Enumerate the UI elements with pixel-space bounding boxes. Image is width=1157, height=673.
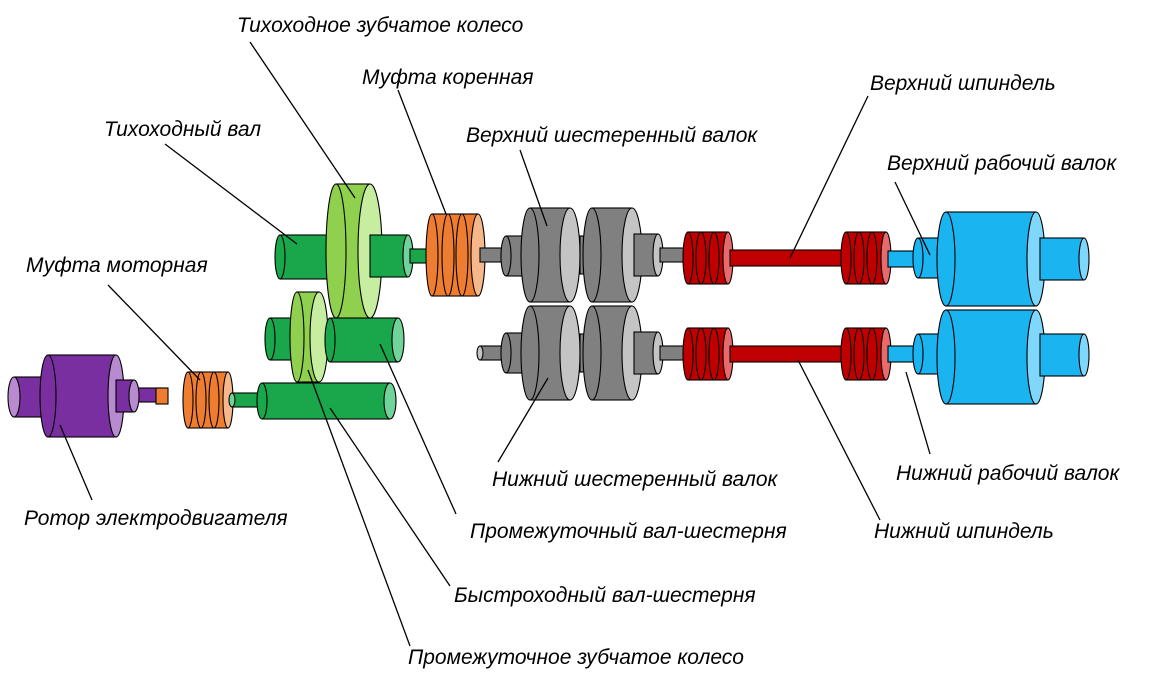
label-lower-spindle: Нижний шпиндель xyxy=(874,520,1054,543)
main-coupling xyxy=(425,213,486,297)
label-upper-work-roll: Верхний рабочий валок xyxy=(887,152,1117,175)
lower-drive-line xyxy=(7,354,397,438)
upper-work-roll xyxy=(887,211,1090,307)
label-intermediate-gear: Промежуточное зубчатое колесо xyxy=(408,646,744,669)
label-slow-shaft: Тихоходный вал xyxy=(104,118,261,141)
label-motor-coupling: Муфта моторная xyxy=(26,254,208,277)
upper-pinion-roll xyxy=(479,207,691,303)
leader-lines xyxy=(59,41,931,647)
labels: Тихоходное зубчатое колесо Муфта коренна… xyxy=(24,14,1120,669)
fast-pinion-shaft xyxy=(228,382,397,420)
label-lower-work-roll: Нижний рабочий валок xyxy=(896,462,1120,485)
label-upper-pinion-roll: Верхний шестеренный валок xyxy=(466,124,758,147)
lower-pinion-roll xyxy=(476,305,691,401)
lower-spindle xyxy=(682,327,892,381)
intermediate-pinion-shaft-group xyxy=(264,291,405,383)
motor-coupling xyxy=(155,371,234,429)
slow-shaft-group xyxy=(274,183,433,319)
label-intermediate-pinion-shaft: Промежуточный вал-шестерня xyxy=(470,520,787,543)
lower-work-roll xyxy=(887,309,1090,405)
label-fast-pinion-shaft: Быстроходный вал-шестерня xyxy=(454,584,756,607)
label-main-coupling: Муфта коренная xyxy=(362,66,534,89)
motor-rotor xyxy=(7,354,140,438)
label-upper-spindle: Верхний шпиндель xyxy=(870,72,1056,95)
intermediate-gear xyxy=(289,291,329,383)
label-slow-gear: Тихоходное зубчатое колесо xyxy=(237,14,524,37)
label-motor-rotor: Ротор электродвигателя xyxy=(24,507,288,530)
label-lower-pinion-roll: Нижний шестеренный валок xyxy=(492,468,778,491)
upper-spindle xyxy=(682,231,892,285)
